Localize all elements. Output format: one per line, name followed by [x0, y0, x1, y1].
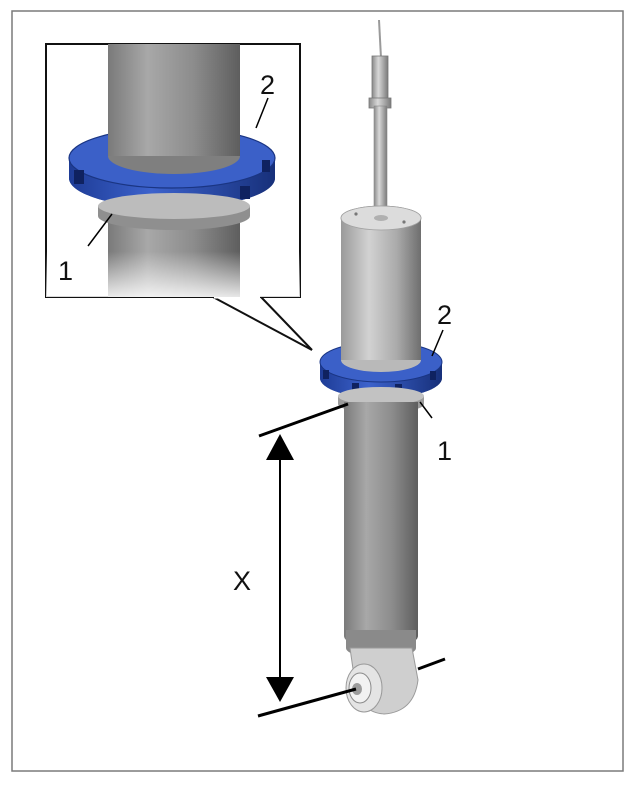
- top-wire: [378, 19, 382, 59]
- cap-hole: [402, 220, 406, 224]
- inset-content: [46, 44, 300, 297]
- label-1-inset: 1: [58, 256, 73, 286]
- leader-2-inset: [255, 97, 269, 129]
- label-2-inset: 2: [260, 70, 275, 100]
- arrow-down: [266, 677, 294, 702]
- label-2-main: 2: [437, 300, 452, 330]
- callout-pointer-left: [212, 296, 313, 351]
- cap-hole: [354, 212, 358, 216]
- dimension-x: X: [233, 402, 446, 718]
- label-1-main: 1: [437, 436, 452, 466]
- upper-tube: [341, 218, 421, 352]
- leader-2-main: [431, 329, 444, 357]
- upper-reference-line: [258, 402, 349, 438]
- piston-rod: [373, 105, 388, 217]
- inset-fade: [46, 44, 300, 297]
- eye-bore: [352, 683, 362, 695]
- lower-reference-line-tail: [417, 657, 446, 671]
- ring-notch: [430, 371, 436, 380]
- spring-seat-ring: [319, 340, 443, 398]
- detail-inset: 2 1: [45, 43, 313, 351]
- leader-1-inset: [87, 213, 113, 247]
- arrow-up: [266, 434, 294, 460]
- callout-pointer-right: [260, 296, 313, 351]
- leader-1-main: [419, 401, 433, 419]
- shock-absorber: [319, 19, 443, 715]
- lock-ring-top: [338, 387, 424, 405]
- rod-seal: [374, 215, 388, 221]
- rod-thread: [371, 55, 389, 101]
- lower-reference-line: [257, 687, 357, 718]
- lower-tube: [344, 402, 418, 648]
- tube-above-ring: [341, 340, 421, 360]
- ring-notch: [352, 383, 359, 392]
- ring-notch: [323, 370, 329, 379]
- eye-mount: [345, 647, 419, 715]
- dimension-label: X: [233, 566, 251, 596]
